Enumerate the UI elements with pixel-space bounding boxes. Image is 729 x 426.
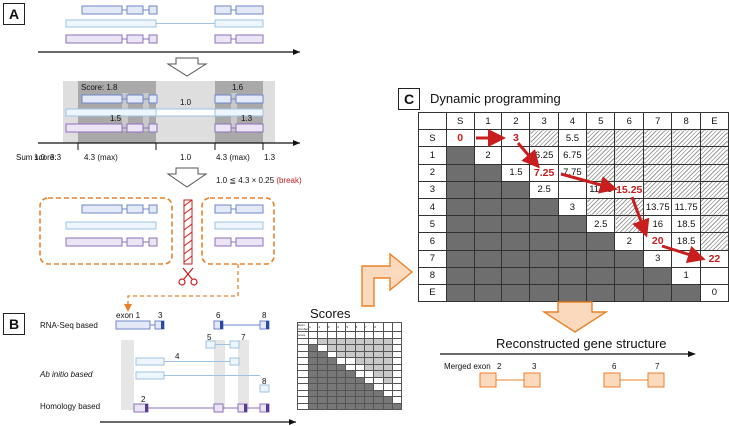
- sum-value-4: 1.0: [180, 153, 192, 162]
- score-value-1: 1.6: [232, 83, 244, 92]
- row-rnaseq: RNA-Seq based: [40, 321, 98, 330]
- row-abinitio: Ab initio based: [40, 370, 93, 379]
- orange-arrow-b-to-c: [361, 252, 414, 307]
- sum-value-2: 3.3: [50, 153, 62, 162]
- dp-row-e: E 0: [418, 283, 729, 303]
- panel-b-diagram: [115, 320, 270, 413]
- score-value-2: 1.0: [180, 98, 192, 107]
- down-arrow-1: [166, 57, 208, 77]
- exon-1-label: exon 1: [116, 311, 141, 320]
- trace-arrow-2: [516, 142, 540, 169]
- dp-row-1: 1 2 6.25 6.75: [418, 146, 729, 165]
- panel-a-label: A: [3, 3, 25, 25]
- down-arrow-2: [166, 167, 208, 188]
- dp-title: Dynamic programming: [430, 91, 561, 106]
- orange-arrow-down: [541, 301, 609, 333]
- score-region: [63, 81, 275, 143]
- dp-row-6: 6 2 20 18.5: [418, 232, 729, 251]
- trace-arrow-5: [661, 244, 706, 263]
- break-note: (break): [276, 176, 302, 185]
- sum-value-5: 4.3 (max): [216, 153, 250, 162]
- exon-3-label: 3: [158, 311, 163, 320]
- exon-5-label: 5: [207, 333, 212, 342]
- sum-value-1: 1.0: [34, 153, 46, 162]
- merged-exon-6: 6: [612, 362, 617, 371]
- score-value-3: 1.5: [110, 114, 122, 123]
- sum-value-6: 1.3: [264, 153, 276, 162]
- split-group-left: [39, 197, 173, 265]
- sum-score-label: Sum score:: [16, 153, 57, 162]
- score-label: Score: 1.8: [81, 83, 118, 92]
- traceback-arrows: [476, 129, 706, 263]
- split-gene-models: [65, 204, 264, 247]
- exon-2-label: 2: [141, 395, 146, 404]
- row-homology: Homology based: [40, 402, 101, 411]
- exon-7-label: 7: [241, 333, 246, 342]
- gene-model-top: [65, 5, 264, 44]
- exon-6-label: 6: [216, 311, 221, 320]
- merged-exon-3: 3: [532, 362, 537, 371]
- score-value-4: 1.3: [241, 114, 253, 123]
- panel-a-diagram: [38, 5, 300, 425]
- reconstructed-title: Reconstructed gene structure: [496, 336, 667, 351]
- panel-b-label: B: [3, 313, 25, 335]
- reconstructed-diagram: [440, 351, 696, 388]
- trace-arrow-4: [630, 196, 650, 238]
- scores-title: Scores: [310, 306, 351, 321]
- dp-table: S 1 2 3 4 5 6 7 8 E S 0 3 5.5 1 2 6.25 6…: [418, 111, 729, 303]
- exon-4-label: 4: [175, 352, 180, 361]
- dp-row-s: S 0 3 5.5: [418, 129, 729, 148]
- merged-exon-label: Merged exon: [444, 362, 491, 371]
- exon-8-label: 8: [262, 311, 267, 320]
- dp-header-row: S 1 2 3 4 5 6 7 8 E: [418, 111, 729, 131]
- dp-row-8: 8 1: [418, 266, 729, 285]
- merged-exon-7: 7: [655, 362, 660, 371]
- scissors-icon: [178, 267, 198, 286]
- dp-row-2: 2 1.5 7.25 7.75: [418, 163, 729, 182]
- exon-8b-label: 8: [262, 377, 267, 386]
- panel-c-label: C: [398, 88, 420, 110]
- trace-arrow-3: [560, 172, 618, 194]
- merged-exon-2: 2: [497, 362, 502, 371]
- break-bar: [183, 199, 193, 265]
- break-condition: 1.0 ≦ 4.3 × 0.25 (break): [216, 176, 302, 185]
- sum-value-3: 4.3 (max): [84, 153, 118, 162]
- connector-a-b: [127, 264, 239, 306]
- split-group-right: [201, 197, 275, 265]
- dp-row-5: 5 2.5 16 18.5: [418, 215, 729, 234]
